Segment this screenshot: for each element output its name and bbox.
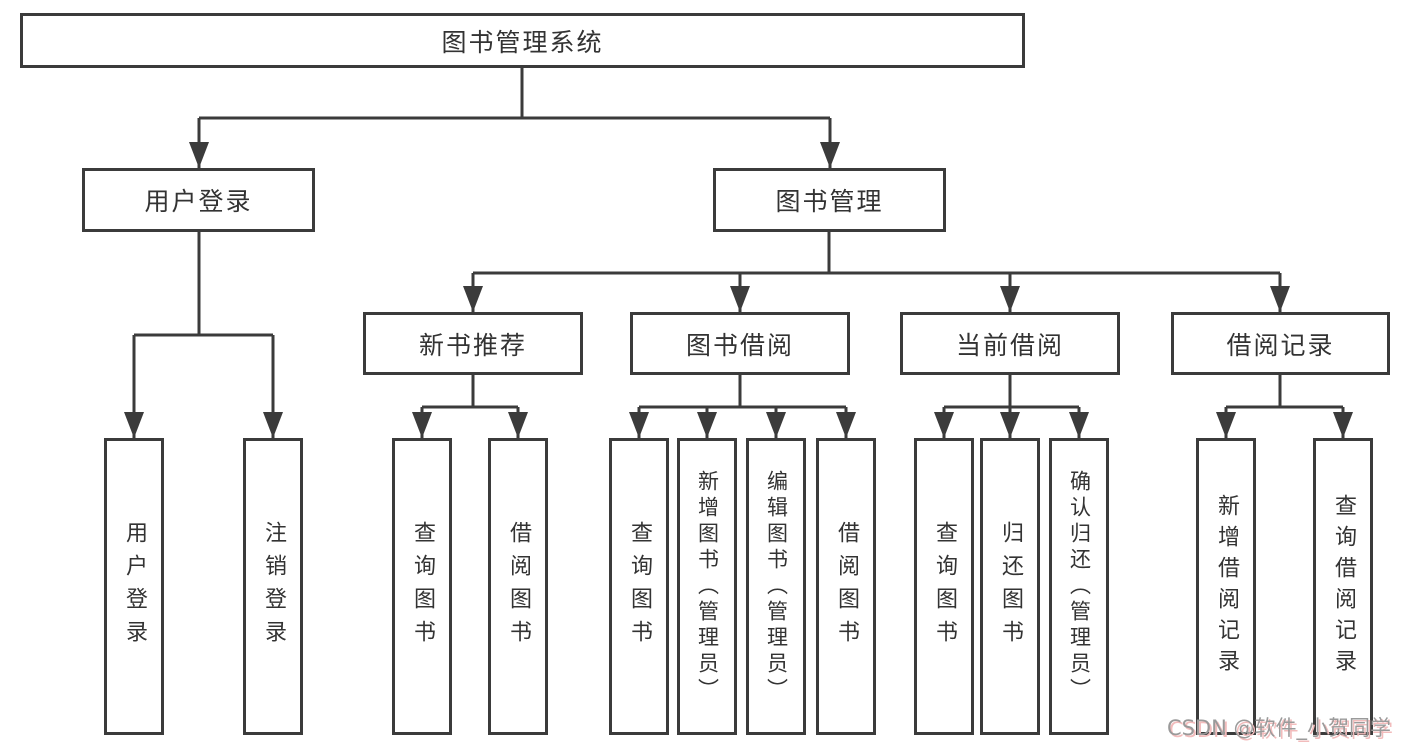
leaf-query-borrow-record: 查询借阅记录: [1313, 438, 1373, 735]
leaf-borrow-book-borrowing: 借阅图书: [816, 438, 876, 735]
node-user-login: 用户登录: [82, 168, 315, 232]
leaf-label: 查询图书: [410, 520, 435, 653]
node-root-system: 图书管理系统: [20, 13, 1025, 68]
node-label: 图书借阅: [685, 330, 794, 360]
node-book-borrowing: 图书借阅: [630, 312, 850, 375]
leaf-label: 用户登录: [122, 520, 147, 653]
node-label: 用户登录: [144, 187, 253, 216]
node-label: 新书推荐: [418, 330, 527, 360]
leaf-label: 注销登录: [261, 520, 286, 653]
leaf-add-book-admin: 新增图书（管理员）: [677, 438, 737, 735]
node-borrowing-records: 借阅记录: [1171, 312, 1390, 375]
leaf-edit-book-admin: 编辑图书（管理员）: [746, 438, 806, 735]
node-label: 图书管理: [775, 187, 884, 216]
leaf-label: 借阅图书: [834, 520, 859, 653]
node-new-book-recommend: 新书推荐: [363, 312, 583, 375]
csdn-watermark: CSDN @软件_小贺同学: [1166, 716, 1391, 740]
node-book-management: 图书管理: [713, 168, 946, 232]
leaf-label: 归还图书: [998, 520, 1023, 653]
leaf-user-login: 用户登录: [104, 438, 164, 735]
leaf-confirm-return-admin: 确认归还（管理员）: [1049, 438, 1109, 735]
leaf-label: 查询图书: [932, 520, 957, 653]
leaf-label: 确认归还（管理员）: [1067, 469, 1092, 704]
leaf-add-borrow-record: 新增借阅记录: [1196, 438, 1256, 735]
node-label: 借阅记录: [1226, 330, 1335, 360]
leaf-label: 新增借阅记录: [1214, 493, 1239, 680]
node-current-borrowing: 当前借阅: [900, 312, 1120, 375]
leaf-return-book: 归还图书: [980, 438, 1040, 735]
leaf-label: 查询借阅记录: [1331, 493, 1356, 680]
leaf-label: 新增图书（管理员）: [695, 469, 720, 704]
leaf-label: 查询图书: [627, 520, 652, 653]
leaf-label: 编辑图书（管理员）: [764, 469, 789, 704]
leaf-logout: 注销登录: [243, 438, 303, 735]
leaf-borrow-book-recommend: 借阅图书: [488, 438, 548, 735]
leaf-query-book-recommend: 查询图书: [392, 438, 452, 735]
node-label: 图书管理系统: [441, 27, 604, 57]
leaf-query-book-borrowing: 查询图书: [609, 438, 669, 735]
leaf-label: 借阅图书: [506, 520, 531, 653]
node-label: 当前借阅: [955, 330, 1064, 360]
leaf-query-book-current: 查询图书: [914, 438, 974, 735]
